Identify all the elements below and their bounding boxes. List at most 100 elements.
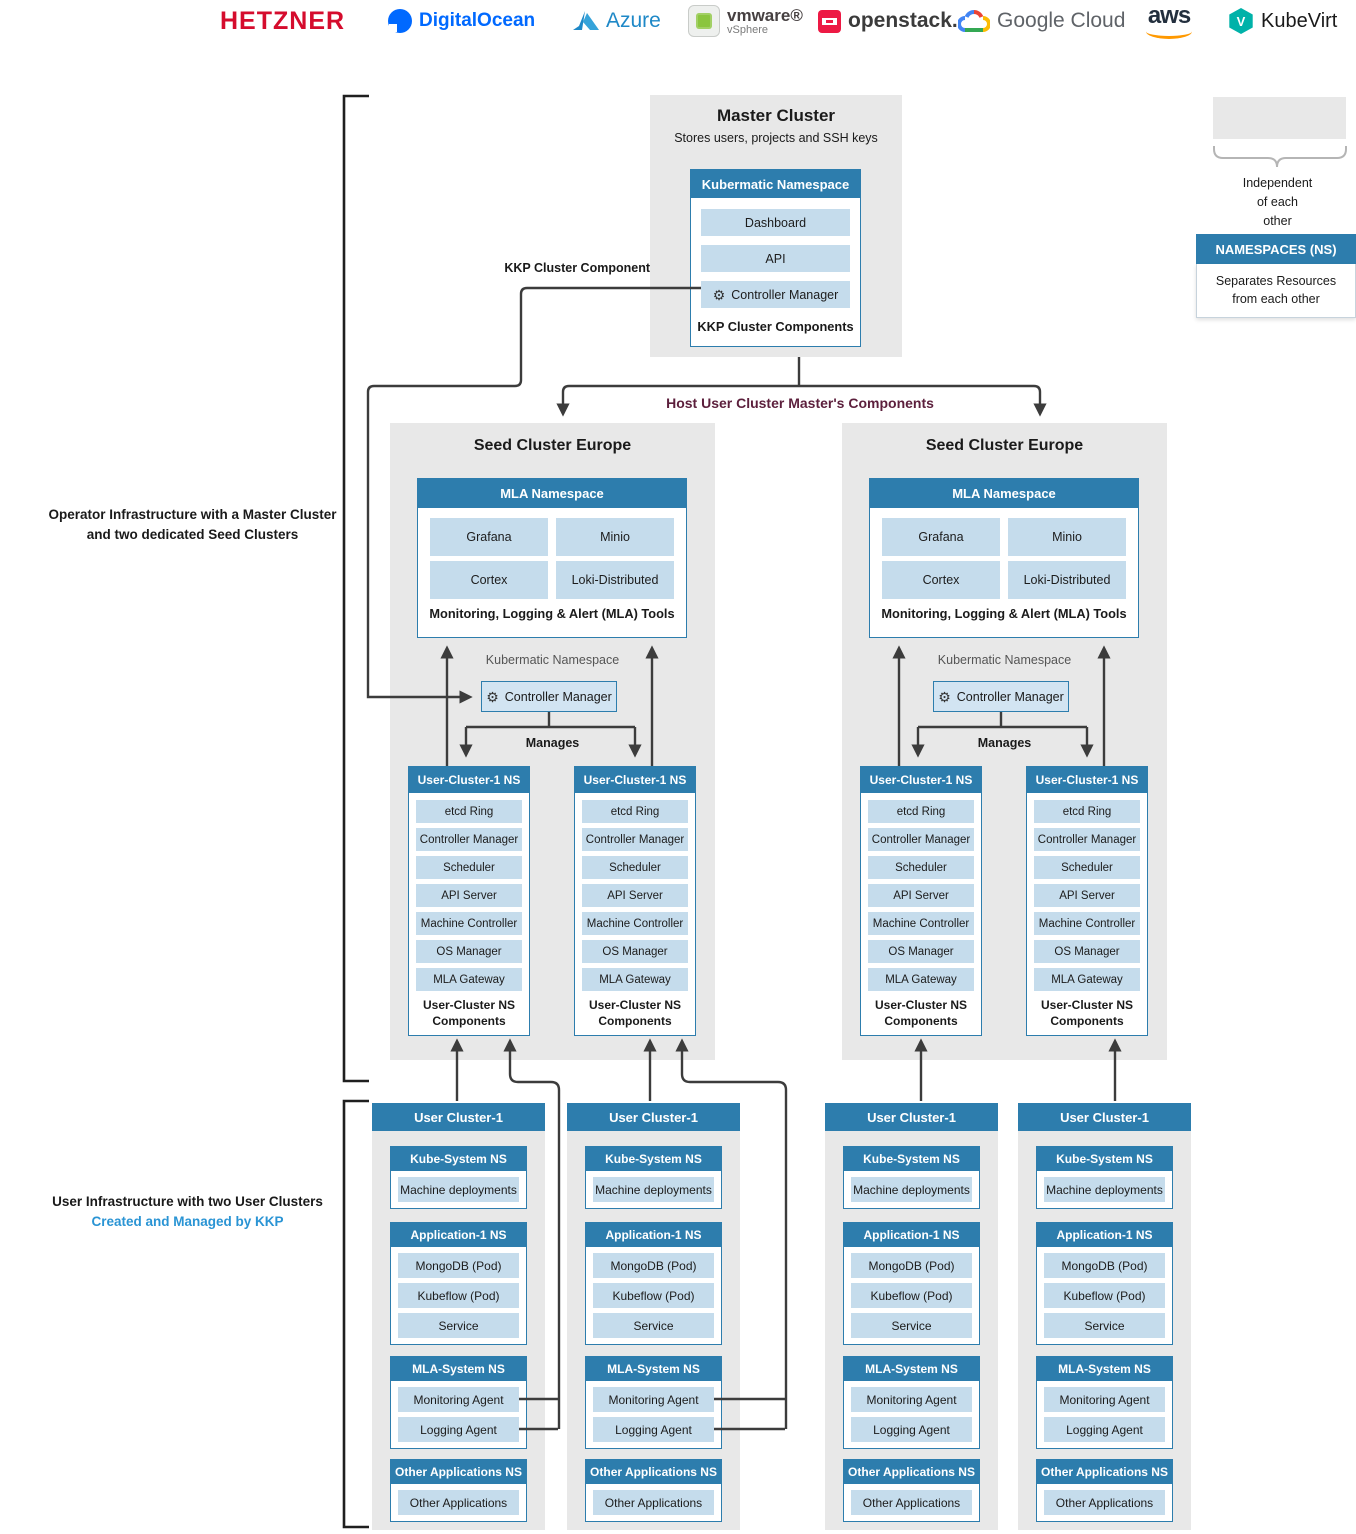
user-cluster-ns-header: User-Cluster-1 NS [409, 767, 529, 793]
scheduler-item: Scheduler [1034, 856, 1140, 879]
azure-wordmark: Azure [606, 9, 661, 32]
kubeflow-pod-item: Kubeflow (Pod) [398, 1283, 519, 1308]
seed-cluster-title: Seed Cluster Europe [925, 437, 1084, 454]
provider-logo-azure: Azure [573, 0, 661, 42]
namespaces-legend-body: Separates Resources from each other [1196, 264, 1356, 318]
machine-deployments-item: Machine deployments [851, 1177, 972, 1202]
kubeflow-pod-item: Kubeflow (Pod) [593, 1283, 714, 1308]
kubevirt-wordmark: KubeVirt [1261, 9, 1338, 32]
gear-icon: ⚙ [712, 286, 726, 303]
provider-logo-openstack: openstack. [818, 0, 958, 42]
kube-system-ns-card: Kube-System NS Machine deployments [843, 1146, 980, 1209]
openstack-wordmark: openstack. [848, 9, 958, 32]
user-cluster-ns-header: User-Cluster-1 NS [861, 767, 981, 793]
controller-manager-item: Controller Manager [868, 828, 974, 851]
mla-system-ns-header: MLA-System NS [843, 1356, 980, 1381]
controller-manager-item: Controller Manager [416, 828, 522, 851]
loki-distributed-item: Loki-Distributed [1008, 561, 1126, 599]
mla-namespace-box: MLA Namespace Grafana Minio Cortex Loki-… [417, 478, 687, 638]
mla-system-ns-card: MLA-System NS Monitoring Agent Logging A… [1036, 1356, 1173, 1449]
seed-controller-manager-box: ⚙ Controller Manager [481, 681, 617, 712]
controller-manager-item: Controller Manager [1034, 828, 1140, 851]
mla-system-ns-card: MLA-System NS Monitoring Agent Logging A… [585, 1356, 722, 1449]
other-applications-ns-card: Other Applications NS Other Applications [390, 1459, 527, 1522]
user-cluster-ns-header: User-Cluster-1 NS [575, 767, 695, 793]
mongodb-pod-item: MongoDB (Pod) [851, 1253, 972, 1278]
api-server-item: API Server [416, 884, 522, 907]
mla-gateway-item: MLA Gateway [416, 968, 522, 991]
host-user-cluster-masters-components-label: Host User Cluster Master's Components [666, 395, 934, 411]
digitalocean-wordmark: DigitalOcean [419, 10, 536, 31]
google-cloud-wordmark: Google Cloud [997, 9, 1126, 32]
api-server-item: API Server [582, 884, 688, 907]
provider-logo-hetzner: HETZNER [220, 0, 345, 42]
kube-system-ns-header: Kube-System NS [585, 1146, 722, 1171]
mla-namespace-header: MLA Namespace [870, 479, 1138, 508]
dashboard-item: Dashboard [701, 209, 850, 236]
scheduler-item: Scheduler [416, 856, 522, 879]
cortex-item: Cortex [430, 561, 548, 599]
namespaces-legend-header: NAMESPACES (NS) [1196, 234, 1356, 264]
google-cloud-icon [958, 10, 990, 32]
minio-item: Minio [556, 518, 674, 556]
os-manager-item: OS Manager [416, 940, 522, 963]
user-infrastructure-label: User Infrastructure with two User Cluste… [30, 1192, 345, 1231]
mla-system-ns-header: MLA-System NS [1036, 1356, 1173, 1381]
master-cluster-title: Master Cluster [716, 106, 836, 125]
os-manager-item: OS Manager [1034, 940, 1140, 963]
machine-deployments-item: Machine deployments [593, 1177, 714, 1202]
machine-controller-item: Machine Controller [582, 912, 688, 935]
application-1-ns-header: Application-1 NS [1036, 1222, 1173, 1247]
logging-agent-item: Logging Agent [1044, 1417, 1165, 1442]
user-cluster-1-ns-box: User-Cluster-1 NS etcd Ring Controller M… [574, 766, 696, 1037]
mongodb-pod-item: MongoDB (Pod) [1044, 1253, 1165, 1278]
user-cluster-panel-1: User Cluster-1 Kube-System NS Machine de… [372, 1103, 545, 1530]
application-1-ns-header: Application-1 NS [390, 1222, 527, 1247]
logging-agent-item: Logging Agent [851, 1417, 972, 1442]
os-manager-item: OS Manager [868, 940, 974, 963]
namespaces-legend-box: NAMESPACES (NS) Separates Resources from… [1196, 234, 1356, 318]
user-cluster-1-ns-box: User-Cluster-1 NS etcd Ring Controller M… [408, 766, 530, 1037]
os-manager-item: OS Manager [582, 940, 688, 963]
gear-icon: ⚙ [938, 688, 951, 705]
scheduler-item: Scheduler [582, 856, 688, 879]
controller-manager-label: Controller Manager [956, 689, 1064, 704]
mla-gateway-item: MLA Gateway [868, 968, 974, 991]
user-cluster-ns-header: User-Cluster-1 NS [1027, 767, 1147, 793]
kube-system-ns-card: Kube-System NS Machine deployments [585, 1146, 722, 1209]
user-cluster-title: User Cluster-1 [567, 1103, 740, 1131]
digitalocean-icon [388, 9, 412, 33]
user-cluster-ns-components-label: User-Cluster NS Components [422, 998, 516, 1028]
application-1-ns-card: Application-1 NS MongoDB (Pod) Kubeflow … [843, 1222, 980, 1345]
aws-smile-icon [1146, 24, 1192, 39]
kube-system-ns-header: Kube-System NS [1036, 1146, 1173, 1171]
kube-system-ns-card: Kube-System NS Machine deployments [390, 1146, 527, 1209]
kubermatic-namespace-label: Kubermatic Namespace [485, 653, 620, 667]
user-cluster-panel-4: User Cluster-1 Kube-System NS Machine de… [1018, 1103, 1191, 1530]
mla-namespace-header: MLA Namespace [418, 479, 686, 508]
mla-system-ns-card: MLA-System NS Monitoring Agent Logging A… [843, 1356, 980, 1449]
service-item: Service [398, 1313, 519, 1338]
legend-gray-box [1213, 97, 1346, 139]
created-managed-by-kkp-label: Created and Managed by KKP [91, 1213, 284, 1229]
provider-logo-vmware-vsphere: vmware® vSphere [688, 0, 803, 42]
other-applications-item: Other Applications [398, 1490, 519, 1515]
loki-distributed-item: Loki-Distributed [556, 561, 674, 599]
user-cluster-ns-components-label: User-Cluster NS Components [588, 998, 682, 1028]
kubermatic-namespace-box: Kubermatic Namespace Dashboard API ⚙ Con… [690, 169, 861, 347]
aws-wordmark: aws [1147, 1, 1191, 29]
hetzner-wordmark: HETZNER [220, 6, 346, 35]
api-server-item: API Server [1034, 884, 1140, 907]
kubevirt-icon: V [1229, 8, 1253, 34]
operator-infrastructure-label: Operator Infrastructure with a Master Cl… [48, 507, 337, 542]
application-1-ns-header: Application-1 NS [843, 1222, 980, 1247]
grafana-item: Grafana [430, 518, 548, 556]
monitoring-agent-item: Monitoring Agent [1044, 1387, 1165, 1412]
kubermatic-namespace-header: Kubermatic Namespace [691, 170, 860, 198]
application-1-ns-card: Application-1 NS MongoDB (Pod) Kubeflow … [1036, 1222, 1173, 1345]
minio-item: Minio [1008, 518, 1126, 556]
manages-label: Manages [525, 736, 580, 750]
other-applications-ns-header: Other Applications NS [390, 1459, 527, 1484]
provider-logo-google-cloud: Google Cloud [958, 0, 1125, 42]
